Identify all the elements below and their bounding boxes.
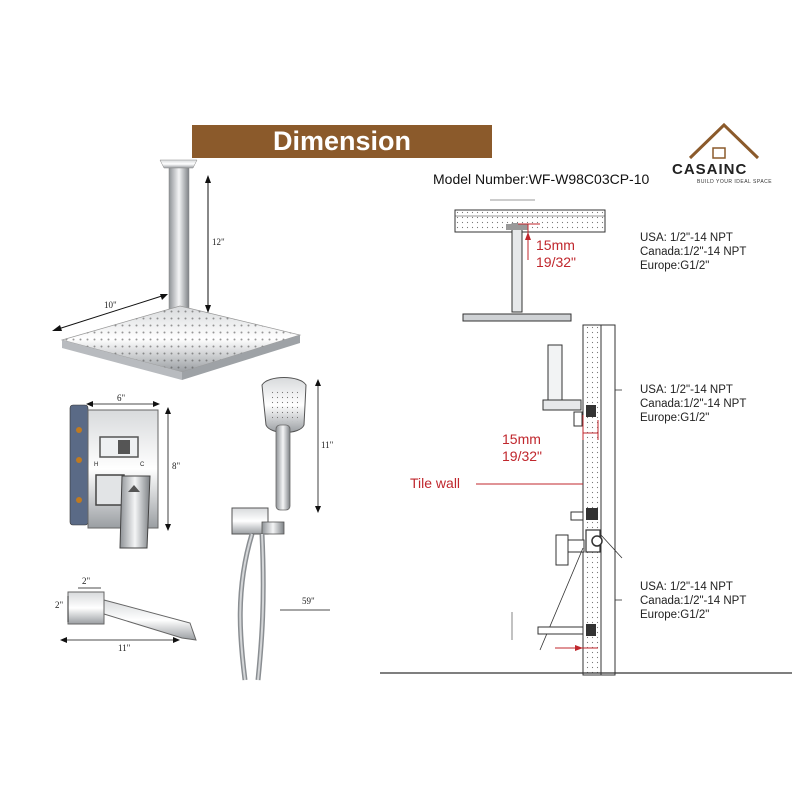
dim-label-spout-length: 11" [118, 643, 131, 653]
offset-wall: 15mm 19/32" [502, 431, 542, 465]
connection-spec-ceiling: USA: 1/2"-14 NPT Canada:1/2"-14 NPT Euro… [640, 231, 746, 273]
handheld-shower [231, 377, 307, 681]
connection-spec-spout: USA: 1/2"-14 NPT Canada:1/2"-14 NPT Euro… [640, 580, 746, 622]
tub-spout [67, 591, 197, 641]
model-number: Model Number:WF-W98C03CP-10 [433, 171, 650, 187]
valve-cold-label: C [140, 462, 145, 468]
dim-label-valve-height: 8" [172, 461, 181, 471]
offset-ceiling: 15mm 19/32" [536, 237, 576, 271]
dim-label-handheld: 11" [321, 440, 334, 450]
spec-canada: Canada:1/2"-14 NPT [640, 398, 747, 410]
dim-label-hose: 59" [302, 596, 315, 606]
spec-europe: Europe:G1/2" [640, 412, 710, 424]
dim-label-spout-top: 2" [82, 576, 91, 586]
spec-europe: Europe:G1/2" [640, 260, 710, 272]
ceiling-section [454, 199, 606, 322]
dim-label-arm: 12" [212, 237, 225, 247]
dimension-banner: Dimension [192, 125, 492, 158]
logo-brand: CASAINC [672, 161, 748, 178]
offset-inch: 19/32" [536, 254, 577, 270]
banner-title: Dimension [272, 126, 412, 156]
spec-canada: Canada:1/2"-14 NPT [640, 246, 747, 258]
dim-label-head: 10" [104, 300, 117, 310]
offset-inch: 19/32" [502, 448, 543, 464]
spec-canada: Canada:1/2"-14 NPT [640, 595, 747, 607]
rain-shower-head [60, 159, 302, 380]
tile-wall-label: Tile wall [410, 475, 461, 491]
mixing-valve [69, 404, 159, 549]
dim-line-head [54, 294, 166, 331]
spec-usa: USA: 1/2"-14 NPT [640, 384, 733, 396]
wall-section [380, 324, 792, 676]
spec-usa: USA: 1/2"-14 NPT [640, 581, 733, 593]
offset-mm: 15mm [536, 237, 575, 253]
dim-label-valve-width: 6" [117, 393, 126, 403]
spec-europe: Europe:G1/2" [640, 609, 710, 621]
spec-usa: USA: 1/2"-14 NPT [640, 232, 733, 244]
connection-spec-handheld: USA: 1/2"-14 NPT Canada:1/2"-14 NPT Euro… [640, 383, 746, 425]
dim-label-spout-height: 2" [55, 600, 64, 610]
logo-tagline: BUILD YOUR IDEAL SPACE [697, 179, 773, 185]
offset-mm: 15mm [502, 431, 541, 447]
valve-hot-label: H [94, 462, 99, 468]
